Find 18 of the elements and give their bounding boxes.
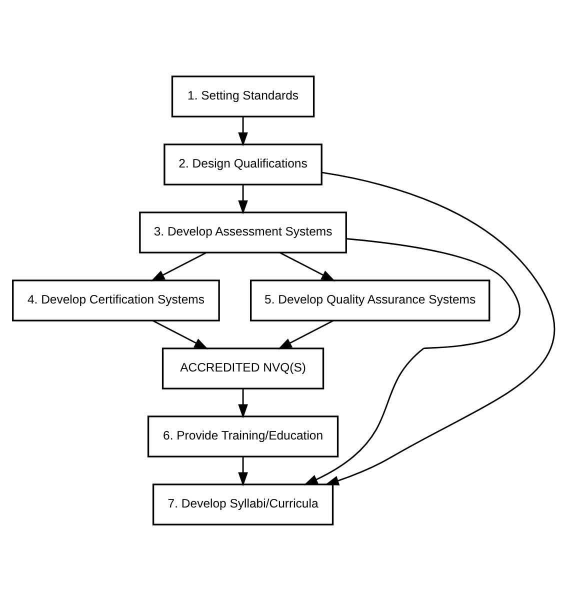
arrow (322, 171, 555, 485)
arrow (278, 320, 334, 349)
node-box: ACCREDITED NVQ(S) (162, 347, 324, 389)
arrow (238, 116, 248, 146)
arrow (238, 388, 248, 418)
node-box: 3. Develop Assessment Systems (139, 211, 347, 253)
arrow (150, 252, 207, 281)
node-box: 5. Develop Quality Assurance Systems (250, 279, 490, 321)
node-box: 6. Provide Training/Education (147, 415, 339, 457)
arrow (152, 320, 208, 349)
node-box: 4. Develop Certification Systems (12, 279, 220, 321)
arrow (279, 252, 336, 281)
arrow (238, 184, 248, 214)
arrow (304, 238, 520, 485)
arrow (238, 456, 248, 486)
node-box: 7. Develop Syllabi/Curricula (152, 483, 334, 525)
node-box: 1. Setting Standards (171, 75, 315, 117)
node-box: 2. Design Qualifications (164, 143, 322, 185)
